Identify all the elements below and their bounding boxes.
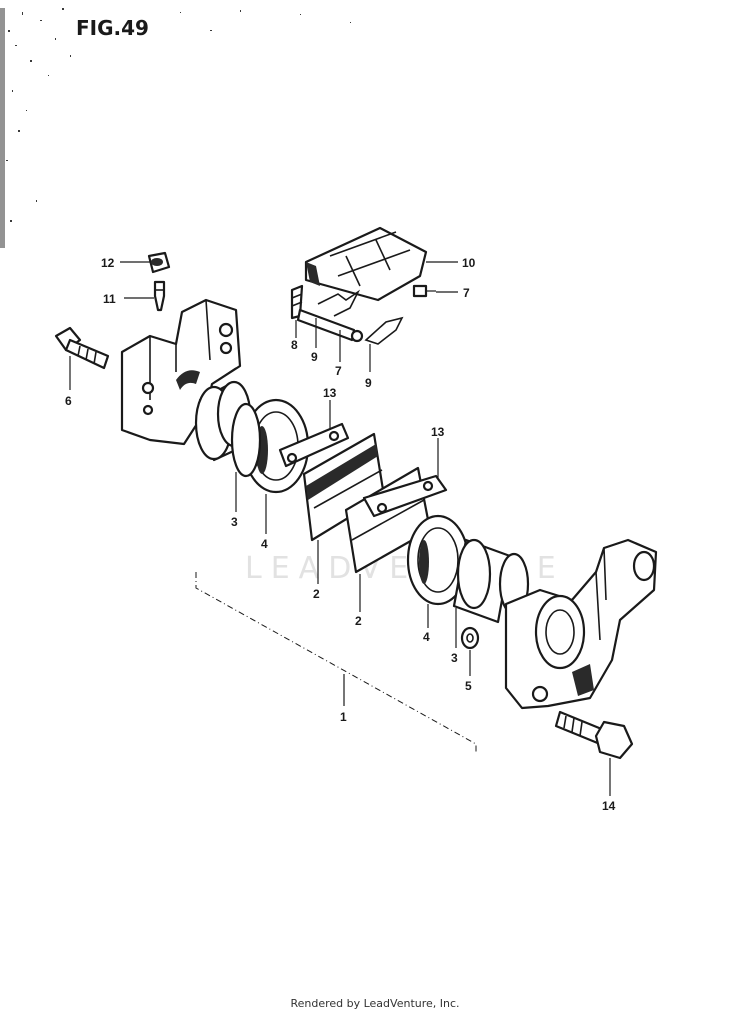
part-4-piston-seal-left: [230, 398, 310, 494]
callout-7-upper: 7: [463, 286, 470, 300]
leader-lines: [69, 261, 611, 796]
part-14-mounting-bolt: [554, 710, 634, 760]
part-9-spring-upper: [317, 289, 361, 317]
part-5-washer: [460, 626, 480, 650]
part-13-shim-left: [278, 422, 350, 468]
callout-2-left: 2: [313, 587, 320, 601]
callout-labels: 12 11 6 10 7 8 9 7 9 13 13 3 4 2 2 4 3 5…: [65, 256, 616, 813]
callout-8: 8: [291, 338, 298, 352]
part-7-pin-lower: [296, 308, 364, 343]
callout-11: 11: [103, 292, 116, 306]
callout-2-right: 2: [355, 614, 362, 628]
part-12-bleeder-cap: [147, 251, 171, 274]
callout-14: 14: [602, 799, 616, 813]
callout-13-left: 13: [323, 386, 337, 400]
callout-12: 12: [101, 256, 115, 270]
callout-7-lower: 7: [335, 364, 342, 378]
callout-3-left: 3: [231, 515, 238, 529]
callout-6: 6: [65, 394, 72, 408]
callout-4-right: 4: [423, 630, 430, 644]
part-9-spring-lower: [364, 316, 404, 345]
part-13-shim-right: [362, 474, 448, 518]
part-11-bleeder-valve: [153, 280, 166, 312]
callout-4-left: 4: [261, 537, 268, 551]
caliper-bracket: [120, 298, 242, 446]
callout-5: 5: [465, 679, 472, 693]
callout-10: 10: [462, 256, 476, 270]
callout-1: 1: [340, 710, 347, 724]
footer-credit: Rendered by LeadVenture, Inc.: [290, 997, 460, 1010]
caliper-body: [504, 538, 658, 710]
part-7-pin-upper: [412, 284, 436, 298]
part-10-pad-cover: [304, 226, 428, 302]
part-3-piston-left: [194, 380, 252, 462]
callout-13-right: 13: [431, 425, 445, 439]
callout-9-lower: 9: [365, 376, 372, 390]
scan-noise: [0, 8, 351, 248]
callout-9-upper: 9: [311, 350, 318, 364]
part-6-bolt: [54, 326, 110, 370]
callout-3-right: 3: [451, 651, 458, 665]
figure-title: FIG.49: [76, 16, 149, 40]
